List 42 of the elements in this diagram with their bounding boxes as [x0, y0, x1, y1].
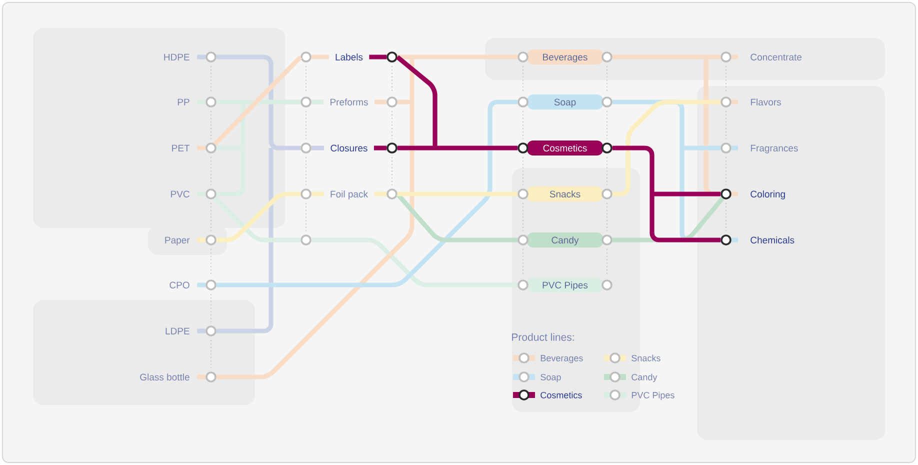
- station-label: Labels: [336, 54, 363, 60]
- station-label: Glass bottle: [140, 374, 190, 380]
- station-label: Concentrate: [750, 54, 802, 60]
- product-pill: Beverages: [527, 50, 603, 64]
- metro-line: [214, 54, 520, 380]
- station-label: CPO: [170, 282, 190, 288]
- station-label: Coloring: [750, 190, 785, 200]
- legend-label: Beverages: [540, 355, 583, 364]
- station-label: LDPE: [166, 328, 190, 334]
- metro-line: [396, 192, 518, 242]
- metro-line: [311, 238, 518, 288]
- station-label: PVC: [171, 190, 190, 198]
- legend-label: Snacks: [632, 354, 660, 362]
- station-label: Paper: [165, 236, 190, 246]
- metro-line: [214, 100, 303, 196]
- station-label: Foil pack: [330, 190, 368, 200]
- station-label: Preforms: [330, 98, 368, 106]
- legend-label: PVC Pipes: [632, 392, 674, 400]
- station-circle: [300, 234, 312, 246]
- station-label: Flavors: [750, 98, 781, 106]
- station-label: HDPE: [164, 54, 190, 60]
- metro-line: [216, 100, 518, 288]
- station-label: PET: [172, 144, 190, 152]
- metro-line: [610, 146, 723, 242]
- metro-line: [213, 55, 302, 146]
- product-pill: Soap: [527, 94, 603, 110]
- legend-label: Candy: [632, 374, 658, 382]
- metro-line: [612, 100, 721, 196]
- legend-title: Product lines:: [512, 333, 574, 341]
- product-pill: Candy: [527, 232, 603, 248]
- station-label: PP: [178, 98, 190, 106]
- metro-line: [395, 54, 520, 150]
- station-label: Fragrances: [750, 144, 798, 154]
- product-pill: Snacks: [527, 186, 603, 202]
- legend-label: Cosmetics: [540, 392, 582, 398]
- product-pill: Cosmetics: [527, 140, 603, 156]
- station-label: Chemicals: [750, 236, 794, 244]
- metro-line: [397, 192, 518, 196]
- product-pill: PVC Pipes: [527, 278, 603, 292]
- station-label: Closures: [330, 144, 368, 152]
- metro-line: [214, 54, 303, 334]
- legend-label: Soap: [540, 374, 561, 382]
